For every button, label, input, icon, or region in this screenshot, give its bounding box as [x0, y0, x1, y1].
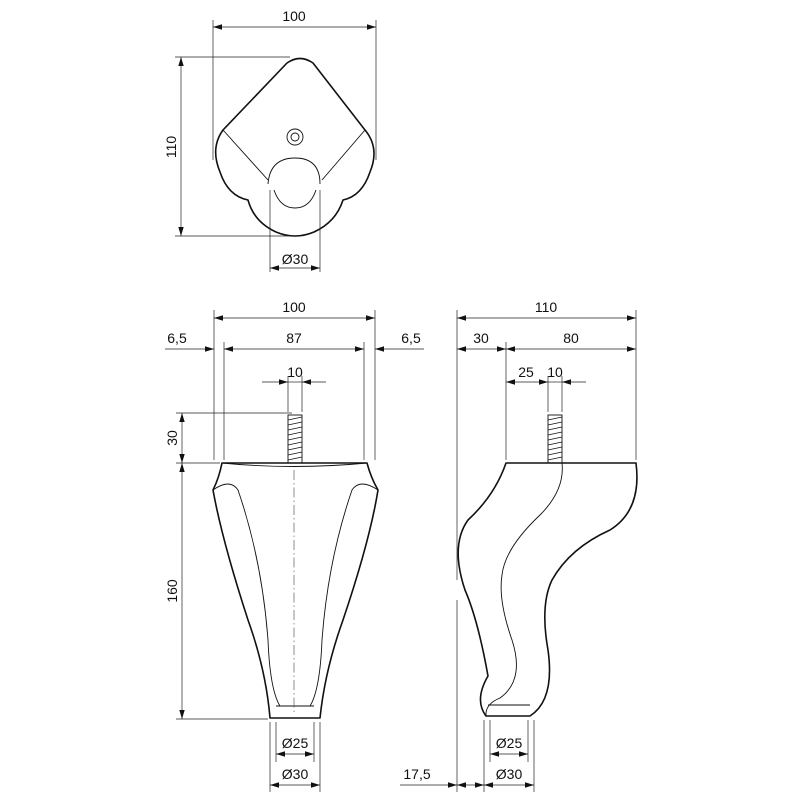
side-back-offset-label: 30: [473, 330, 489, 346]
front-leg-left-facet: [212, 483, 281, 707]
top-depth-label: 110: [163, 136, 179, 159]
side-screw-width-label: 10: [547, 364, 563, 380]
front-left-offset-label: 6,5: [167, 330, 187, 346]
side-foot-offset-label: 17,5: [403, 766, 430, 782]
front-foot-outer-label: Ø30: [282, 766, 309, 782]
front-foot-inner-label: Ø25: [282, 735, 309, 751]
dowel-hole-outer: [286, 128, 304, 146]
front-screw-height-label: 30: [164, 430, 180, 446]
front-view: 100 87 6,5 6,5 10 30 160 Ø25: [164, 299, 424, 792]
front-leg-outline: [212, 462, 379, 719]
side-view: 110 30 80 25 10 Ø25 17,5 Ø30: [400, 299, 638, 792]
top-width-label: 100: [282, 8, 306, 24]
front-leg-right-facet: [309, 483, 379, 707]
front-right-offset-label: 6,5: [401, 330, 421, 346]
side-front-offset-label: 80: [563, 330, 579, 346]
dowel-arc-bottom: [273, 189, 317, 209]
top-view-inner-lines: [222, 129, 366, 181]
front-inner-width-label: 87: [286, 330, 302, 346]
side-screw: [547, 414, 563, 464]
side-leg-inner-contour: [485, 462, 563, 717]
top-dowel-label: Ø30: [282, 251, 309, 267]
top-view-outline: [214, 57, 375, 237]
front-screw-width-label: 10: [287, 364, 303, 380]
side-screw-offset-label: 25: [518, 364, 534, 380]
top-view: 100 110 Ø30: [163, 8, 377, 272]
side-foot-inner-label: Ø25: [496, 735, 523, 751]
front-height-label: 160: [164, 579, 180, 603]
side-foot-outer-label: Ø30: [496, 766, 523, 782]
front-width-label: 100: [282, 299, 306, 315]
front-screw: [287, 414, 303, 464]
front-leg-collar: [221, 462, 368, 467]
side-width-label: 110: [535, 299, 558, 315]
side-leg-outline: [457, 462, 638, 717]
dowel-hole-inner: [290, 132, 300, 142]
dowel-arc-top: [267, 157, 321, 185]
